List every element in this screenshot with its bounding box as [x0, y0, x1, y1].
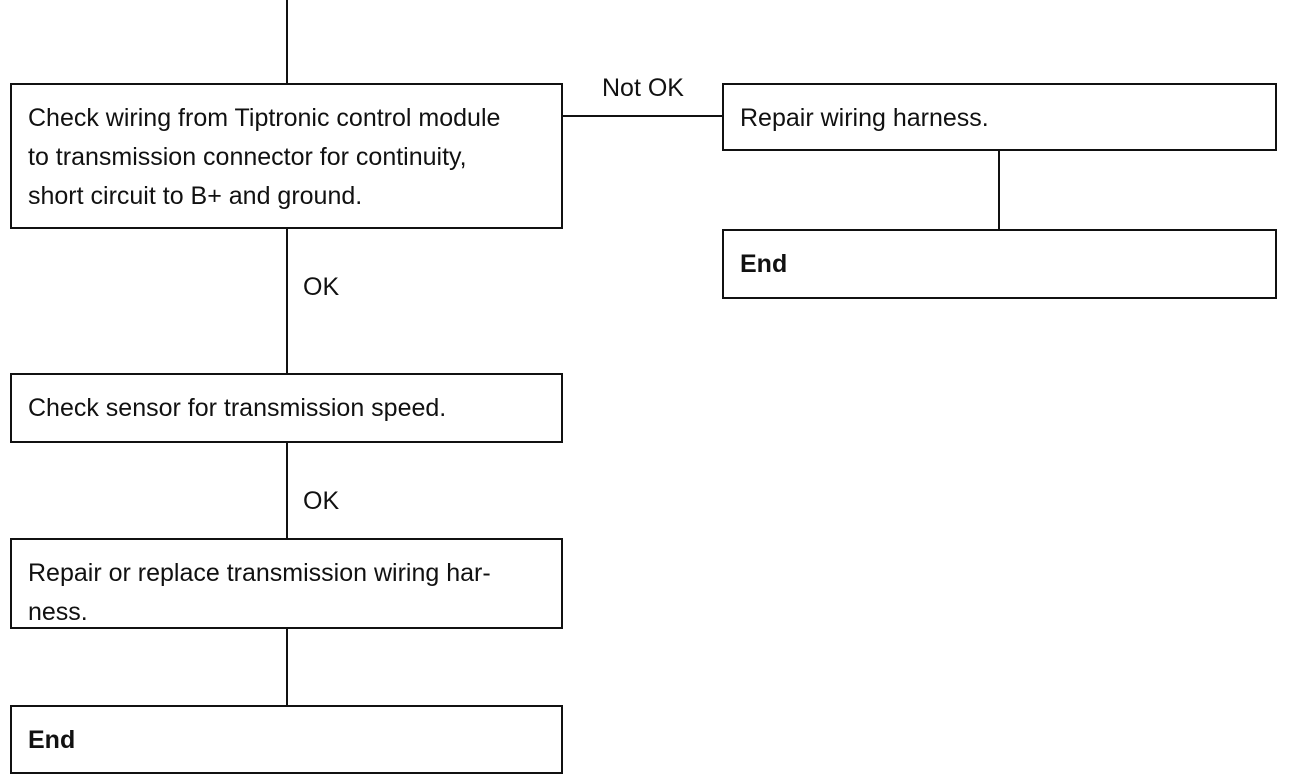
- connector-harness-to-end: [998, 149, 1000, 231]
- step-repair-wiring-harness: Repair wiring harness.: [722, 83, 1277, 151]
- step-end-branch: End: [722, 229, 1277, 299]
- label-not-ok: Not OK: [602, 74, 684, 102]
- connector-wiring-to-sensor: [286, 227, 288, 375]
- connector-not-ok-branch: [561, 115, 724, 117]
- connector-repair-to-end: [286, 627, 288, 707]
- label-ok-2: OK: [303, 487, 340, 515]
- label-ok-1: OK: [303, 273, 340, 301]
- step-end-main: End: [10, 705, 563, 774]
- connector-sensor-to-repair: [286, 441, 288, 540]
- connector-top-entry: [286, 0, 288, 84]
- step-check-wiring: Check wiring from Tiptronic control modu…: [10, 83, 563, 229]
- step-repair-replace-harness: Repair or replace transmission wiring ha…: [10, 538, 563, 629]
- step-check-sensor: Check sensor for transmission speed.: [10, 373, 563, 443]
